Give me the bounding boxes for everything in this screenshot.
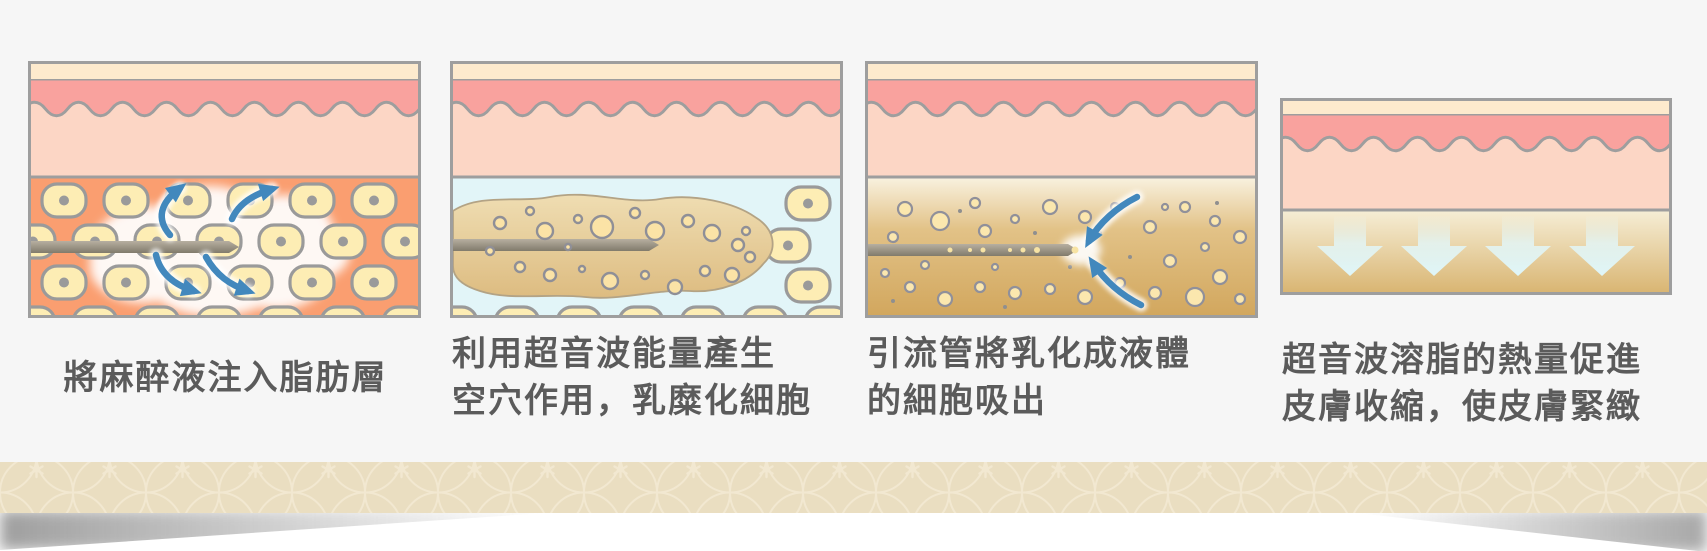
step-1-svg xyxy=(22,61,421,318)
tightened-fat-layer xyxy=(1283,210,1669,294)
suction-arrows-icon xyxy=(1082,190,1148,312)
fat-layer xyxy=(453,177,840,316)
step-1-caption: 將麻醉液注入脂肪層 xyxy=(28,355,423,402)
step-4-svg xyxy=(1273,98,1672,295)
step-2-caption-line-2: 空穴作用，乳糜化細胞 xyxy=(452,382,812,420)
step-3-caption: 引流管將乳化成液體 的細胞吸出 xyxy=(867,331,1191,425)
skin-layers xyxy=(1273,99,1672,210)
step-3-caption-line-1: 引流管將乳化成液體 xyxy=(867,335,1191,373)
step-4-caption-line-1: 超音波溶脂的熱量促進 xyxy=(1282,341,1642,379)
step-1-illustration xyxy=(22,61,421,318)
dispersion-arrows-icon xyxy=(149,181,280,298)
fat-layer xyxy=(868,177,1255,316)
skin-layers xyxy=(22,62,421,177)
step-4-caption: 超音波溶脂的熱量促進 皮膚收縮，使皮膚緊緻 xyxy=(1282,337,1642,431)
step-2-illustration xyxy=(444,61,843,318)
step-3-svg xyxy=(859,61,1258,318)
step-2-caption-line-1: 利用超音波能量產生 xyxy=(452,335,776,373)
skin-layers xyxy=(859,62,1258,177)
step-2-caption: 利用超音波能量產生 空穴作用，乳糜化細胞 xyxy=(452,331,812,425)
step-2-svg xyxy=(444,61,843,318)
panel-border xyxy=(1280,98,1672,295)
step-3-illustration xyxy=(859,61,1258,318)
drainage-cannula-icon xyxy=(868,244,1078,256)
step-4-illustration xyxy=(1273,98,1672,295)
fat-layer xyxy=(31,177,418,316)
panel-border xyxy=(865,61,1258,318)
cavitation-bubbles xyxy=(484,205,757,296)
step-4-caption-line-2: 皮膚收縮，使皮膚緊緻 xyxy=(1282,388,1642,426)
aspirated-droplets xyxy=(947,246,1079,254)
skin-layers xyxy=(444,62,843,177)
cannula-icon xyxy=(453,239,659,251)
band-pattern-svg xyxy=(0,462,1707,513)
panel-border xyxy=(28,61,421,318)
step-1-caption-line-1: 將麻醉液注入脂肪層 xyxy=(63,359,388,397)
emulsion-bubbles xyxy=(879,196,1248,308)
cannula-icon xyxy=(31,241,239,253)
step-3-caption-line-2: 的細胞吸出 xyxy=(867,382,1047,420)
decorative-pattern-band xyxy=(0,462,1707,513)
panel-border xyxy=(450,61,843,318)
